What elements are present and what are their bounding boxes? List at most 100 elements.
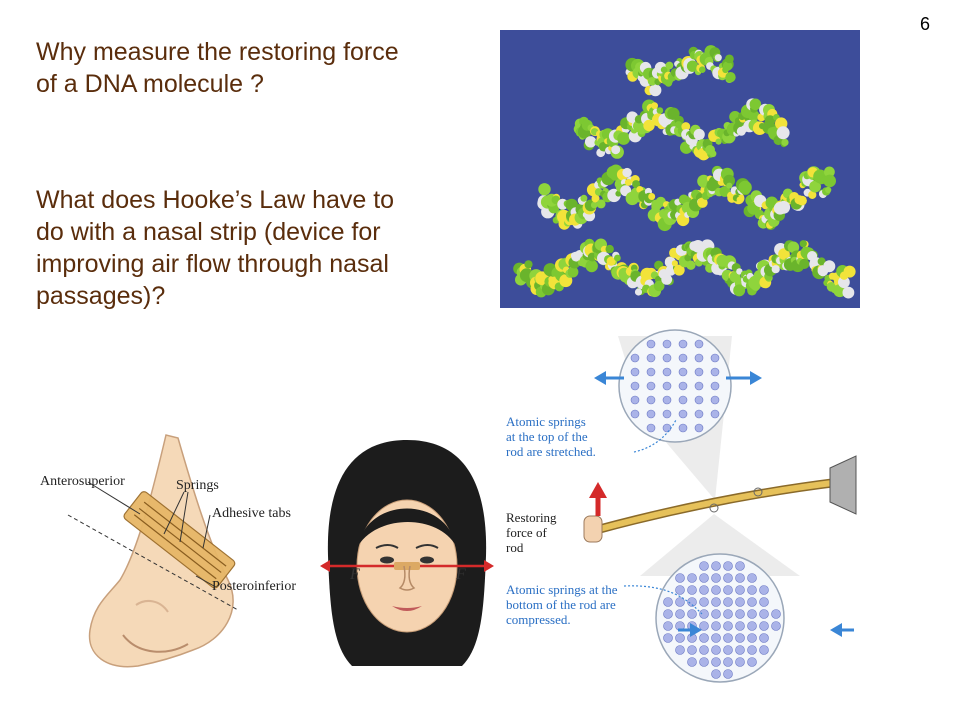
dna-atom <box>799 240 807 248</box>
lattice-atom <box>699 597 709 607</box>
lattice-atom <box>662 423 672 433</box>
lattice-atom <box>747 573 757 583</box>
dna-atom <box>776 126 790 140</box>
strip-axis-dashed <box>67 514 239 611</box>
rod-bottom-point <box>709 503 719 513</box>
lattice-atom <box>759 633 769 643</box>
dna-atom <box>615 190 622 197</box>
lattice-atom <box>747 657 757 667</box>
rod-illustration <box>583 329 857 683</box>
lattice-atom <box>694 353 704 363</box>
lattice-atom <box>646 339 656 349</box>
face-illustration <box>320 440 494 666</box>
force-label-left: F <box>350 566 360 583</box>
lattice-atom <box>699 633 709 643</box>
lattice-atom <box>759 585 769 595</box>
lattice-atom <box>678 381 688 391</box>
dna-atom <box>817 257 826 266</box>
lattice-atom <box>735 621 745 631</box>
dna-atom <box>748 109 760 122</box>
lattice-atom <box>687 645 697 655</box>
lattice-atom <box>723 621 733 631</box>
lattice-atom <box>694 381 704 391</box>
lattice-atom <box>710 381 720 391</box>
force-arrow-right-head <box>484 560 494 572</box>
left-brow <box>375 544 399 549</box>
restoring-force-arrow-head <box>589 482 607 498</box>
lattice-atom <box>675 609 685 619</box>
dna-atom <box>842 286 855 299</box>
posteroinferior-leader <box>195 575 215 587</box>
dna-atom <box>653 280 665 292</box>
lattice-atom <box>711 573 721 583</box>
lattice-atom <box>662 381 672 391</box>
dna-atom <box>799 258 810 269</box>
dna-atom <box>622 167 632 178</box>
lattice-atom <box>662 367 672 377</box>
lattice-atom <box>678 409 688 419</box>
left-eye <box>380 556 394 564</box>
lattice-atom <box>711 669 721 679</box>
dna-atom <box>590 201 598 209</box>
dna-atom <box>797 195 807 206</box>
stretch-arrow-right-head <box>750 371 762 385</box>
lattice-atom <box>759 597 769 607</box>
nasal-strip-on-face <box>394 562 420 570</box>
lattice-atom <box>699 621 709 631</box>
anterosuperior-leader <box>87 481 141 515</box>
dna-atom <box>778 248 790 260</box>
dna-atom <box>585 259 598 273</box>
dna-atom <box>681 122 691 131</box>
wall-mount <box>829 455 857 515</box>
lattice-atom <box>710 395 720 405</box>
question-dna-restoring-force: Why measure the restoring force of a DNA… <box>36 38 399 98</box>
lattice-atom <box>711 585 721 595</box>
dna-atom <box>584 136 597 148</box>
dna-atom <box>686 260 696 270</box>
lattice-atom <box>687 657 697 667</box>
dna-atom <box>660 66 668 74</box>
lattice-atom <box>699 573 709 583</box>
dna-atom <box>656 107 664 114</box>
lattice-atom <box>675 645 685 655</box>
lattice-atom <box>678 353 688 363</box>
nose-illustration <box>67 434 239 668</box>
dna-atom <box>606 256 616 266</box>
lattice-atom <box>630 381 640 391</box>
dna-atom <box>738 180 752 195</box>
top-lattice-atoms <box>630 339 720 433</box>
lattice-atom <box>747 645 757 655</box>
dna-atom <box>596 199 606 209</box>
lattice-atom <box>662 353 672 363</box>
lattice-atom <box>771 621 781 631</box>
dna-atom <box>664 79 673 87</box>
label-anterosuperior: Anterosuperior <box>40 474 125 489</box>
nose-nasal-strip-figure: Anterosuperior Springs Adhesive tabs Pos… <box>28 430 318 680</box>
lattice-atom <box>663 633 673 643</box>
lattice-atom <box>735 561 745 571</box>
dna-atom <box>580 194 588 202</box>
springs-leader-2 <box>179 491 189 543</box>
dna-atom <box>611 145 621 155</box>
mouth <box>392 606 422 611</box>
adhesive-leader <box>202 514 211 549</box>
dna-atom <box>614 254 621 262</box>
dna-atom <box>648 193 656 200</box>
lattice-atom <box>663 609 673 619</box>
lattice-atom <box>675 573 685 583</box>
dna-atom <box>538 183 551 196</box>
dna-atom <box>838 276 850 289</box>
dna-atom <box>733 284 746 297</box>
dna-atom <box>671 260 678 267</box>
force-label-right: F <box>456 566 466 583</box>
lattice-atom <box>687 585 697 595</box>
bottom-lattice-atoms <box>663 561 781 679</box>
lattice-atom <box>646 409 656 419</box>
lattice-atom <box>723 657 733 667</box>
lattice-atom <box>735 585 745 595</box>
springs-leader-1 <box>163 491 185 535</box>
face-with-nasal-strip-figure: F F <box>318 436 496 680</box>
lattice-atom <box>711 633 721 643</box>
dna-atom <box>591 194 600 203</box>
lattice-atom <box>694 367 704 377</box>
